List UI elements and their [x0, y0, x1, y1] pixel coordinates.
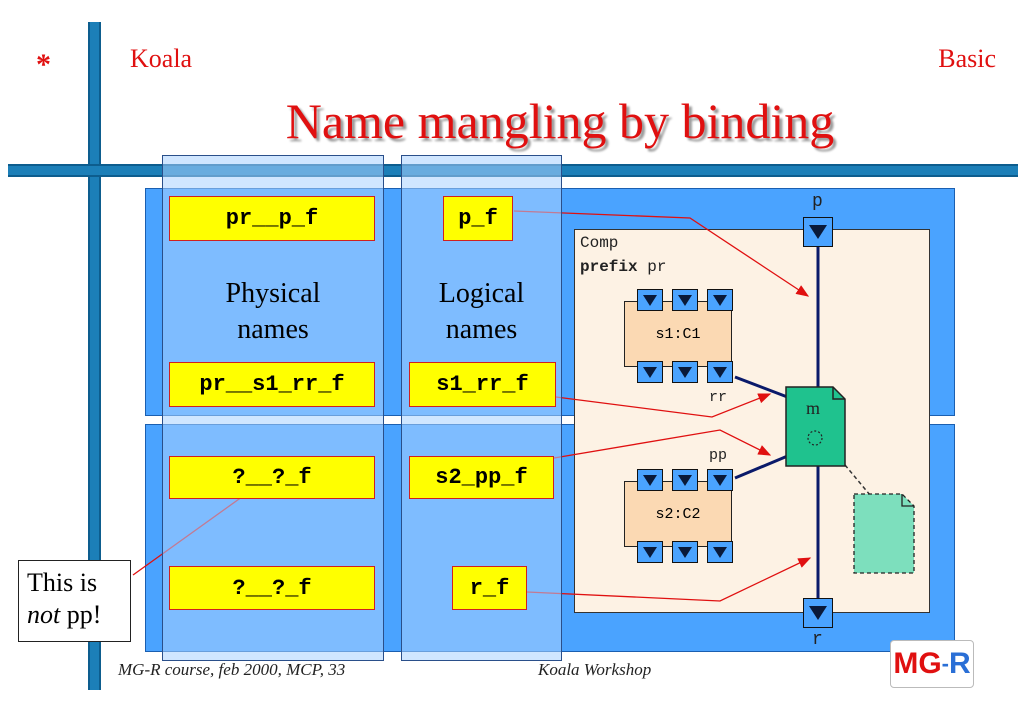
s1-in-port-2: [672, 289, 698, 311]
ghost-module-shape: [853, 493, 915, 574]
physical-name-2: pr__s1_rr_f: [169, 362, 375, 407]
arrow-p: [513, 210, 810, 297]
logical-name-2: s1_rr_f: [409, 362, 556, 407]
physical-name-1: pr__p_f: [169, 196, 375, 241]
port-p-label: p: [812, 192, 823, 212]
header-left: Koala: [130, 44, 193, 73]
physical-name-4: ?__?_f: [169, 566, 375, 610]
arrow-pp: [553, 429, 772, 459]
footer-center: Koala Workshop: [538, 660, 652, 679]
port-p: [803, 217, 833, 247]
prefix-value: pr: [647, 258, 667, 276]
s2-out-port-1: [637, 541, 663, 563]
footer-left: MG-R course, feb 2000, MCP, 33: [118, 660, 346, 679]
s2-in-port-2: [672, 469, 698, 491]
callout-note: This is not pp!: [18, 560, 131, 642]
s2-out-port-2: [672, 541, 698, 563]
logical-names-label: Logical names: [438, 278, 525, 345]
header-right: Basic: [938, 44, 996, 73]
module-label: m: [806, 398, 821, 418]
s2-out-port-3: [707, 541, 733, 563]
vertical-rule: [88, 22, 101, 690]
callout-emphasis: not: [27, 600, 61, 629]
component-prefix: prefix pr: [580, 258, 666, 276]
logical-name-1: p_f: [443, 196, 513, 241]
rr-wire: [734, 375, 791, 400]
s1-out-port-2: [672, 361, 698, 383]
s1-out-port-3: [707, 361, 733, 383]
slide-title: Name mangling by binding: [285, 93, 835, 149]
logical-name-3: s2_pp_f: [409, 456, 554, 499]
component-kind: Comp: [580, 234, 619, 252]
s1-out-port-1: [637, 361, 663, 383]
prefix-keyword: prefix: [580, 258, 638, 276]
s2-port-label: pp: [709, 447, 728, 464]
arrow-r: [526, 557, 812, 602]
physical-name-3: ?__?_f: [169, 456, 375, 499]
s1-in-port-3: [707, 289, 733, 311]
pp-wire: [734, 453, 791, 480]
subcomponent-s2: s2:C2: [624, 481, 732, 547]
logical-name-4: r_f: [452, 566, 527, 610]
s1-port-label: rr: [709, 389, 728, 406]
port-r-label: r: [812, 630, 823, 650]
module-shape: [785, 386, 846, 467]
bullet-marker: *: [36, 48, 51, 81]
subcomponent-s1: s1:C1: [624, 301, 732, 367]
s2-in-port-3: [707, 469, 733, 491]
dashed-link: [844, 464, 871, 496]
arrow-rr: [555, 393, 772, 418]
port-r: [803, 598, 833, 628]
physical-names-label: Physical names: [225, 278, 321, 345]
s2-in-port-1: [637, 469, 663, 491]
s1-in-port-1: [637, 289, 663, 311]
